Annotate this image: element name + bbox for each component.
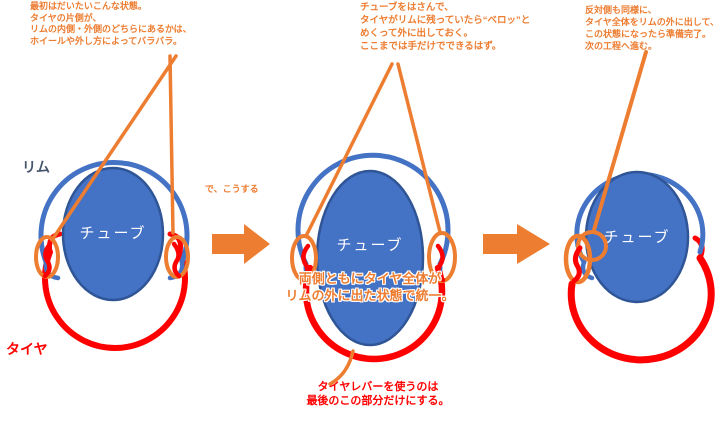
tire-bead-curl-left	[300, 243, 311, 283]
lever-warning-note: タイヤレバーを使うのは 最後のこの部分だけにする。	[298, 380, 458, 408]
unify-line: 両側ともにタイヤ全体が	[298, 271, 442, 286]
pointer-line	[304, 62, 394, 238]
diagram-stage-2	[290, 62, 457, 386]
annotation-line: タイヤがリムに残っていたら“ベロッ”と	[360, 15, 531, 26]
tire-arc	[567, 254, 715, 364]
pointer-line	[396, 62, 442, 234]
unify-state-callout: 両側ともにタイヤ全体が リムの外に出た状態で統一。	[278, 271, 462, 304]
pointer-line	[592, 50, 648, 232]
annotation-final-step: 反対側も同様に、 タイヤ全体をリムの外に出して、 この状態になったら準備完了。 …	[585, 4, 719, 52]
warning-line: タイヤレバーを使うのは	[317, 381, 439, 393]
tube-ellipse	[315, 169, 425, 347]
rim-arc	[38, 159, 190, 265]
rim-end-hook-left	[580, 259, 595, 281]
tire-bead-curl-left	[571, 245, 583, 284]
annotation-line: この状態になったら準備完了。	[585, 29, 712, 39]
annotation-line: 反対側も同様に、	[585, 5, 657, 15]
tube-label-stage-1: チューブ	[79, 225, 147, 242]
rim-arc	[295, 152, 451, 267]
diagram-stage-3	[563, 50, 715, 364]
annotation-line: タイヤ全体をリムの外に出して、	[585, 17, 720, 27]
annotation-initial-state: 最初はだいたいこんな状態。 タイヤの片側が、 リムの内側・外側のどちらにあるかは…	[30, 1, 192, 47]
tube-label-stage-2: チューブ	[336, 237, 404, 254]
tire-arc	[302, 264, 446, 363]
annotation-line: リムの内側・外側のどちらにあるかは、	[30, 24, 192, 34]
pointer-line	[50, 54, 178, 242]
tire-bead-curl-left	[42, 241, 53, 279]
tire-bead-curl-right	[435, 243, 446, 283]
tire-bead-hook-right	[167, 231, 183, 255]
arrow1-caption: で、こうする	[205, 184, 259, 194]
diagram-stage-1	[34, 54, 190, 351]
rim-label: リム	[22, 159, 50, 175]
tube-ellipse	[61, 166, 165, 302]
warning-line: 最後のこの部分だけにする。	[306, 395, 450, 407]
tire-arc	[42, 249, 188, 351]
bead-highlight-left	[563, 233, 593, 285]
pointer-line	[168, 54, 175, 235]
annotation-line: 次の工程へ進む。	[585, 41, 658, 51]
tire-bead-curl-right	[171, 241, 182, 279]
annotation-line: めくって外に出しておく。	[360, 28, 473, 39]
bottom-pointer-line	[328, 349, 355, 386]
annotation-line: タイヤの片側が、	[30, 12, 102, 23]
annotation-line: ホイールや外し方によってバラバラ。	[30, 35, 183, 46]
tube-ellipse	[584, 170, 690, 304]
unify-line: リムの外に出た状態で統一。	[285, 287, 455, 303]
block-arrow-2	[483, 224, 550, 264]
annotation-line: 最初はだいたいこんな状態。	[30, 1, 147, 11]
tube-label-stage-3: チューブ	[603, 229, 671, 246]
block-arrow-1	[212, 224, 270, 264]
annotation-line: ここまでは手だけでできるはず。	[360, 41, 502, 52]
annotation-middle-step: チューブをはさんで、 タイヤがリムに残っていたら“ベロッ”と めくって外に出して…	[360, 1, 530, 53]
tire-label: タイヤ	[6, 341, 48, 357]
annotation-line: チューブをはさんで、	[360, 2, 454, 13]
